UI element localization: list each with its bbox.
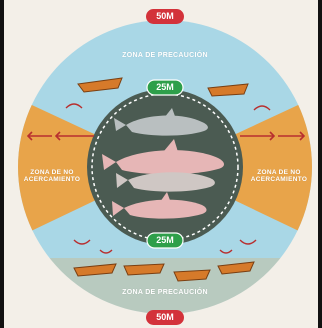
- zone-precaution-top-label: ZONA DE PRECAUCIÓN: [74, 52, 256, 60]
- zone-no-approach-right-label: ZONA DE NO ACERCAMIENTO: [244, 169, 314, 184]
- badge-50m-bottom: 50M: [146, 310, 184, 325]
- zone-right-line2: ACERCAMIENTO: [244, 176, 314, 183]
- badge-25m-bottom: 25M: [147, 233, 183, 248]
- boat-bottom-3: [174, 270, 210, 281]
- zone-precaution-bottom-label: ZONA DE PRECAUCIÓN: [74, 289, 256, 297]
- zone-no-approach-left-label: ZONA DE NO ACERCAMIENTO: [16, 169, 88, 184]
- zone-left-line2: ACERCAMIENTO: [16, 176, 88, 183]
- badge-50m-top: 50M: [146, 9, 184, 24]
- badge-25m-top: 25M: [147, 80, 183, 95]
- diagram-graphic: [4, 0, 322, 328]
- boat-bottom-2: [124, 264, 164, 275]
